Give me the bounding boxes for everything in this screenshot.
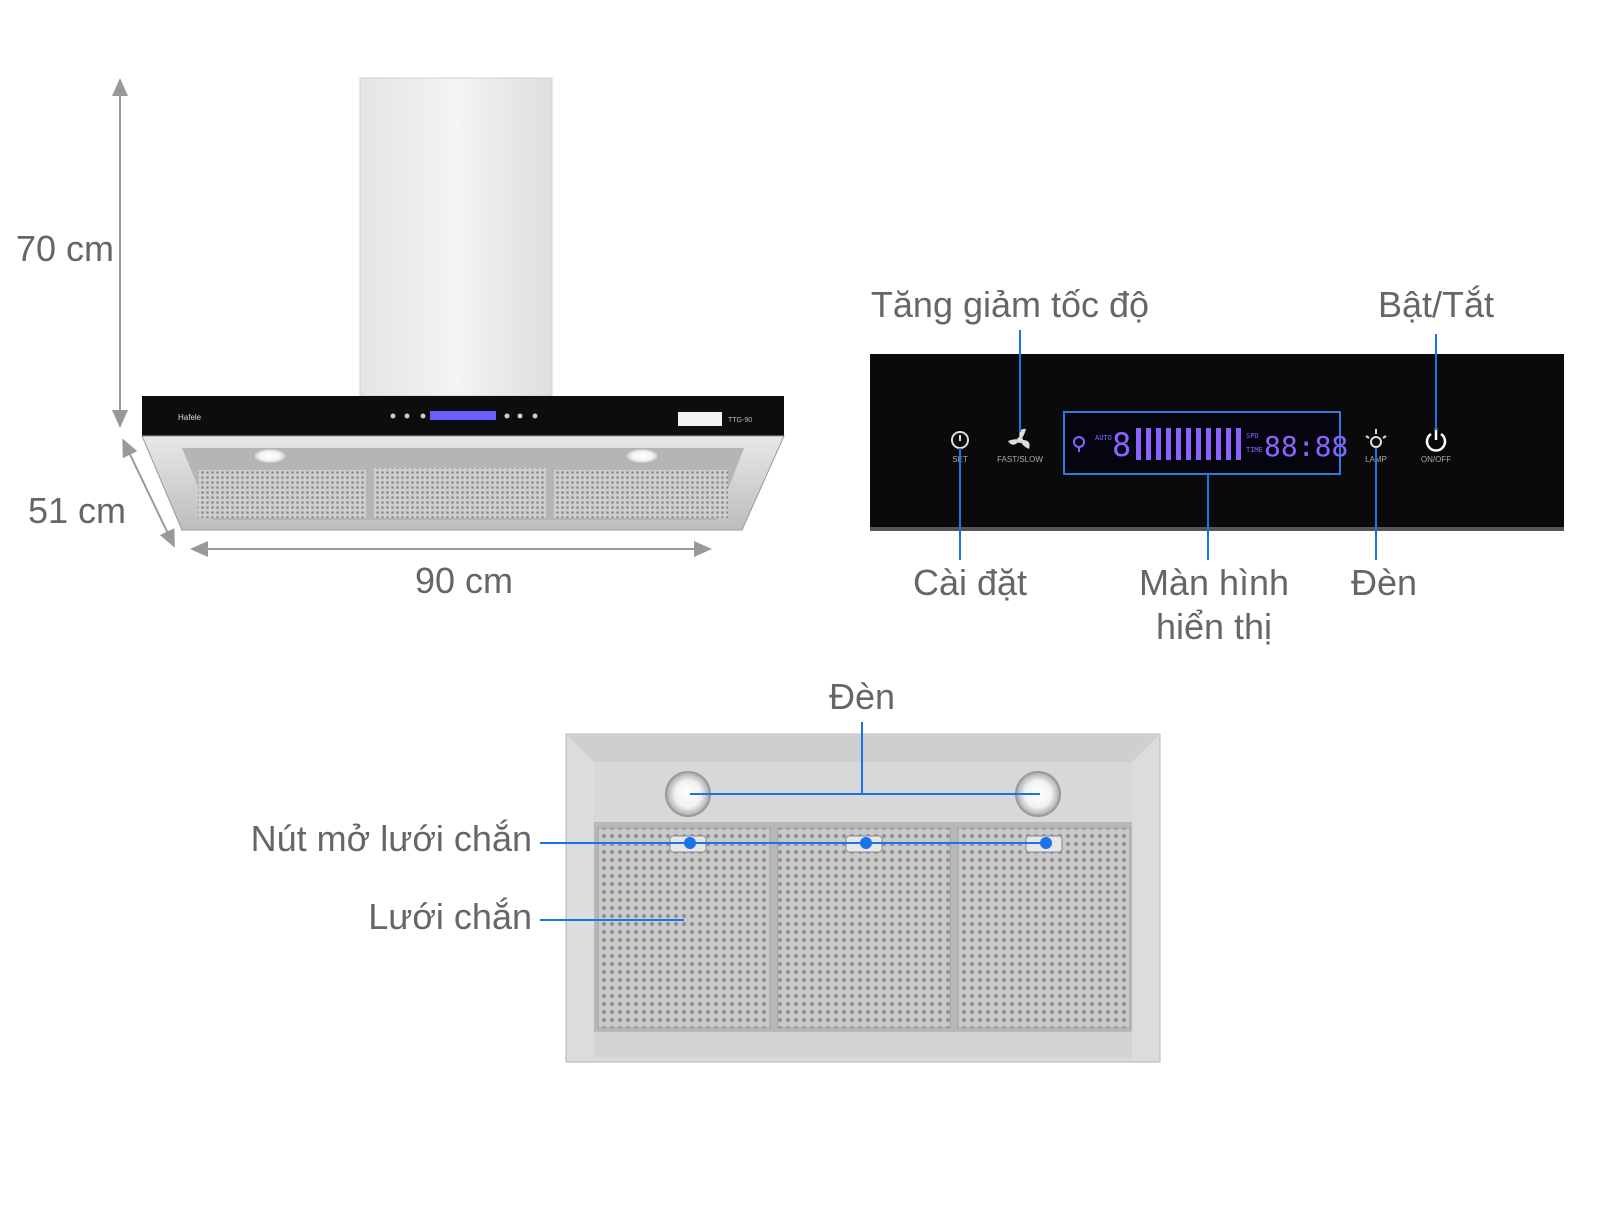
hood-mini-button: [504, 413, 510, 419]
lcd-auto-tag: AUTO: [1095, 434, 1112, 442]
latch-callout-dot: [1040, 837, 1052, 849]
latch-callout-dot: [684, 837, 696, 849]
lamp-icon: [1382, 435, 1387, 439]
hood-filter-left: [198, 470, 366, 518]
grease-filter-right: [957, 827, 1131, 1029]
lcd-clock: 88:88: [1264, 430, 1348, 463]
fan-button-caption: FAST/SLOW: [997, 455, 1043, 464]
hood-mini-button: [420, 413, 426, 419]
light-callout-label: Đèn: [1350, 562, 1418, 603]
speed-callout-label: Tăng giảm tốc độ: [870, 284, 1150, 325]
display-callout-label-line2: hiển thị: [1155, 606, 1273, 647]
lcd-bar-graph: [1136, 428, 1241, 460]
hood-mini-button: [390, 413, 396, 419]
hood-filter-right: [554, 470, 728, 518]
hood-lamp-left: [252, 448, 288, 464]
hood-chimney: [359, 77, 553, 397]
hood-mini-button: [532, 413, 538, 419]
depth-dimension-label: 51 cm: [28, 490, 127, 531]
underside-bottom-rail: [594, 1032, 1132, 1058]
hood-mini-display: [430, 411, 496, 420]
control-panel-closeup: SET FAST/SLOW AUTO 8: [870, 330, 1564, 560]
hood-overview: Hafele TTG-90: [112, 77, 785, 557]
lcd-display: AUTO 8 SPD TIME 88:88: [1063, 411, 1348, 475]
hood-brand-mark: Hafele: [178, 413, 202, 422]
lights-callout-label: Đèn: [828, 676, 896, 717]
lcd-display-frame: [1063, 411, 1341, 475]
hood-model-tag: TTG-90: [728, 417, 752, 424]
filter-callout-label: Lưới chắn: [368, 896, 532, 937]
lightbulb-icon: [1073, 436, 1085, 448]
hood-mini-button: [404, 413, 410, 419]
hood-sticker: [678, 412, 722, 426]
latch-callout-dot: [860, 837, 872, 849]
settings-callout-label: Cài đặt: [912, 562, 1028, 603]
grease-filter-middle: [777, 827, 951, 1029]
control-panel-bottom-edge: [870, 527, 1564, 531]
lcd-mode-tag: SPD: [1246, 432, 1259, 440]
grease-filter-left: [597, 827, 771, 1029]
lcd-speed-digit: 8: [1112, 426, 1131, 464]
hood-underside: [540, 722, 1161, 1063]
power-button-caption: ON/OFF: [1421, 455, 1451, 464]
depth-arrow: [122, 438, 175, 548]
fan-icon: [1008, 428, 1030, 449]
filter-latch-callout-label: Nút mở lưới chắn: [250, 818, 532, 859]
fan-speed-button: FAST/SLOW: [997, 428, 1043, 464]
hood-filter-middle: [374, 468, 546, 518]
height-dimension-label: 70 cm: [16, 228, 115, 269]
power-icon: [1425, 432, 1447, 452]
display-callout-label-line1: Màn hình: [1138, 562, 1290, 603]
hood-lamp-right: [624, 448, 660, 464]
width-dimension-label: 90 cm: [414, 560, 514, 601]
power-callout-label: Bật/Tắt: [1377, 284, 1495, 325]
lamp-icon: [1365, 435, 1370, 439]
hood-mini-button: [517, 413, 523, 419]
lamp-icon: [1370, 436, 1382, 448]
lcd-mode-tag: TIME: [1246, 446, 1263, 454]
